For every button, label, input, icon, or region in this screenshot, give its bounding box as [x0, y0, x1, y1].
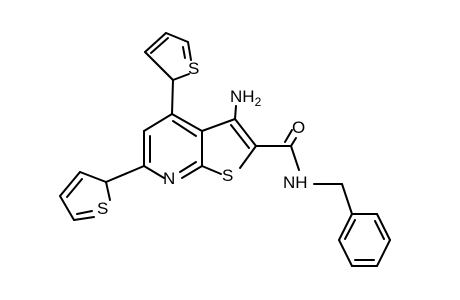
carboxamide-group: [255, 129, 300, 171]
bond: [230, 124, 250, 149]
bond: [374, 220, 385, 240]
lower-thiophene-ring: [59, 165, 145, 221]
atom-label-sulfur: S: [97, 199, 108, 218]
bond: [143, 113, 173, 132]
bond: [76, 210, 93, 215]
bond: [79, 171, 107, 183]
bond: [150, 37, 169, 54]
amino-nh-text: NH: [230, 87, 255, 106]
amino-label: NH2: [230, 87, 262, 109]
bond: [201, 165, 222, 175]
atom-label-oxygen: O: [292, 118, 305, 137]
bond: [105, 181, 111, 201]
upper-thiophene-ring: [144, 32, 192, 115]
bond: [66, 178, 83, 198]
bond: [201, 118, 236, 132]
bond: [290, 137, 297, 147]
bond: [144, 51, 174, 81]
bond: [284, 129, 293, 143]
bond: [105, 165, 145, 183]
bond: [171, 113, 203, 132]
bond: [179, 161, 197, 173]
bond: [341, 183, 353, 215]
bond: [338, 239, 353, 267]
bond: [59, 171, 81, 197]
bond: [239, 145, 257, 169]
bond: [181, 165, 203, 179]
bond: [376, 239, 391, 267]
amino-bond: [234, 105, 237, 120]
amino-subscript: 2: [255, 95, 262, 109]
bond: [144, 32, 167, 53]
bond: [187, 41, 192, 61]
bond: [165, 32, 189, 43]
bond: [344, 219, 356, 240]
fused-thiophene-ring: [201, 118, 257, 175]
atom-label-nitrogen: N: [163, 169, 175, 188]
atom-label-amide-nh: NH: [283, 173, 308, 192]
bond: [376, 213, 391, 241]
bond: [234, 118, 257, 147]
bond: [143, 165, 165, 179]
bond: [172, 73, 190, 81]
bond: [290, 145, 300, 171]
bond: [73, 216, 95, 221]
bond: [338, 213, 353, 241]
pyridine-ring: [143, 113, 203, 179]
bond: [182, 46, 186, 59]
bond: [59, 195, 75, 221]
bond: [172, 120, 197, 137]
atom-label-sulfur: S: [188, 59, 199, 78]
benzyl-group: [313, 183, 391, 267]
atom-label-sulfur: S: [222, 166, 233, 185]
bond: [171, 79, 174, 115]
